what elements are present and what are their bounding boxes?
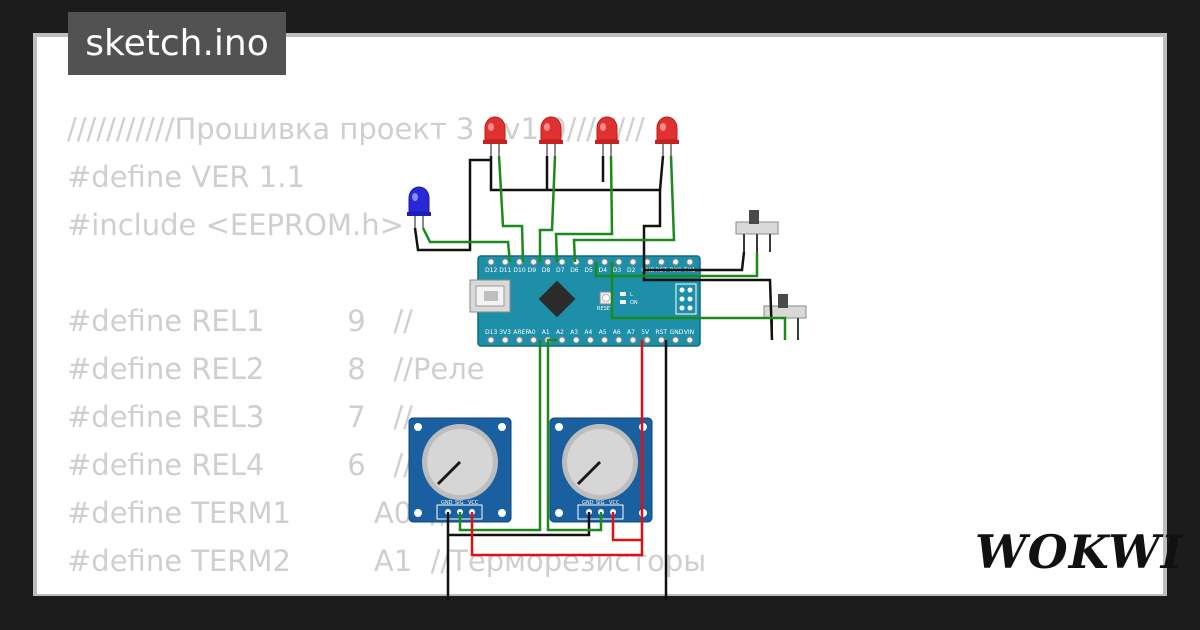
board-pin-label: D3	[613, 267, 622, 274]
board-pin-label: GND	[670, 329, 684, 336]
board-pin[interactable]	[615, 258, 623, 266]
board-pin[interactable]	[601, 258, 609, 266]
board-pin[interactable]	[601, 336, 609, 344]
code-line: #define REL1 9 //	[67, 304, 413, 338]
board-pin[interactable]	[586, 336, 594, 344]
board-pin-label: A4	[584, 329, 592, 336]
board-pin-label: D10	[513, 267, 525, 274]
board-pin[interactable]	[501, 336, 509, 344]
sensor1-vcc-label: VCC	[468, 500, 479, 506]
red-led-4[interactable]	[655, 116, 679, 156]
board-pin-label: D5	[584, 267, 593, 274]
board-pin-label: A3	[570, 329, 578, 336]
board-pin-label: A1	[542, 329, 550, 336]
board-pin-label: D12	[485, 267, 497, 274]
board-pin[interactable]	[544, 258, 552, 266]
board-pin[interactable]	[515, 258, 523, 266]
board-pin-label: D2	[627, 267, 636, 274]
code-line: #define TERM3 A2 //	[67, 585, 706, 594]
board-pin[interactable]	[530, 336, 538, 344]
code-line: #define REL3 7 //	[67, 400, 413, 434]
board-pin[interactable]	[686, 258, 694, 266]
code-line: #define TERM2 A1 //Терморезисторы	[67, 544, 707, 578]
board-pin[interactable]	[487, 258, 495, 266]
wires-ground	[413, 155, 774, 600]
board-pin[interactable]	[615, 336, 623, 344]
board-pin-label: A7	[627, 329, 635, 336]
board-pin[interactable]	[657, 336, 665, 344]
rotary-sensor-1[interactable]: GND SIG VCC	[408, 417, 512, 523]
board-pin-label: D7	[556, 267, 565, 274]
board-pin-label: D4	[599, 267, 608, 274]
code-line: #define REL2 8 //Реле	[67, 352, 485, 386]
board-pin-label: D8	[542, 267, 551, 274]
board-pin[interactable]	[530, 258, 538, 266]
wires-power	[470, 340, 644, 557]
board-pin-label: D9	[528, 267, 537, 274]
board-pin-label: RST	[655, 329, 667, 336]
board-pin[interactable]	[686, 336, 694, 344]
red-led-2[interactable]	[539, 116, 563, 156]
board-pin[interactable]	[487, 336, 495, 344]
wires-signal	[421, 155, 787, 532]
board-pin[interactable]	[572, 336, 580, 344]
sensor1-gnd-label: GND	[441, 500, 453, 506]
rotary-sensor-2[interactable]: GND SIG VCC	[549, 417, 653, 523]
board-pin-label: A5	[599, 329, 607, 336]
on-label: ON	[630, 300, 638, 306]
board-pin-label: VIN	[684, 329, 694, 336]
board-pin[interactable]	[629, 336, 637, 344]
reset-label: RESET	[597, 306, 614, 312]
code-line: #define TERM1 A0 //	[67, 496, 451, 530]
blue-led[interactable]	[407, 186, 431, 228]
code-line: #include <EEPROM.h>	[67, 208, 404, 242]
board-pin[interactable]	[643, 336, 651, 344]
board-pin[interactable]	[501, 258, 509, 266]
code-line: #define VER 1.1	[67, 160, 305, 194]
code-line: #define REL4 6 //	[67, 448, 413, 482]
board-pin-label: D6	[570, 267, 579, 274]
board-pin[interactable]	[558, 336, 566, 344]
board-pin-label: D13	[485, 329, 497, 336]
board-pin-label: D11	[499, 267, 511, 274]
board-pin-label: A6	[613, 329, 621, 336]
board-pin[interactable]	[586, 258, 594, 266]
wokwi-logo: WOKWI	[975, 525, 1184, 579]
board-pin-label: 3V3	[499, 329, 511, 336]
l-label: L	[630, 292, 633, 298]
board-pin[interactable]	[657, 258, 665, 266]
slide-switch-1[interactable]	[735, 210, 779, 252]
red-led-3[interactable]	[595, 116, 619, 156]
board-pin[interactable]	[629, 258, 637, 266]
sensor1-sig-label: SIG	[455, 500, 464, 506]
board-pin-label: 5V	[641, 329, 650, 336]
board-pin-label: AREF	[513, 329, 529, 336]
sensor2-sig-label: SIG	[596, 500, 605, 506]
board-pin[interactable]	[672, 258, 680, 266]
sensor2-gnd-label: GND	[582, 500, 594, 506]
red-led-1[interactable]	[483, 116, 507, 156]
sensor2-vcc-label: VCC	[609, 500, 620, 506]
board-pin-label: A0	[528, 329, 536, 336]
board-pin[interactable]	[558, 258, 566, 266]
board-pin[interactable]	[672, 336, 680, 344]
file-tab[interactable]: sketch.ino	[68, 12, 286, 75]
board-pin-label: A2	[556, 329, 564, 336]
board-pin[interactable]	[515, 336, 523, 344]
